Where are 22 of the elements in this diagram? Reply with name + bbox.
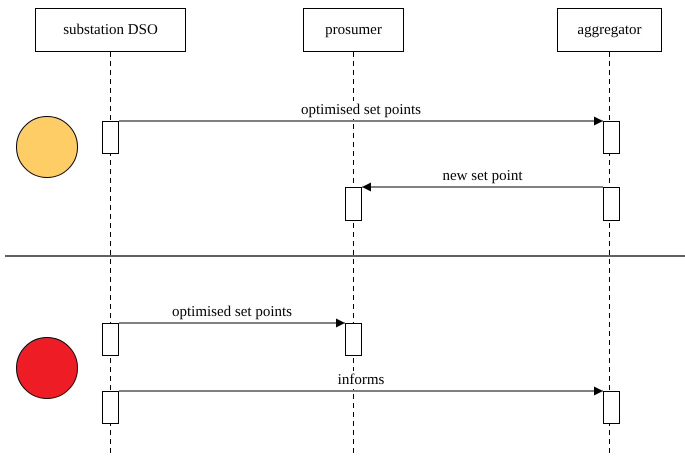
edge-label: optimised set points bbox=[170, 303, 294, 321]
participant-box bbox=[557, 8, 662, 52]
activation-bar bbox=[603, 187, 620, 221]
participant-name: substation DSO bbox=[63, 22, 158, 38]
message-arrow bbox=[118, 318, 346, 328]
activation-bar bbox=[102, 391, 119, 424]
message-arrow bbox=[362, 182, 604, 192]
edge-label: new set point bbox=[440, 167, 524, 185]
participant-name: prosumer bbox=[325, 22, 382, 38]
message-arrow bbox=[118, 116, 604, 126]
activation-bar bbox=[603, 121, 620, 154]
participant-box bbox=[35, 8, 186, 52]
message-arrow bbox=[118, 386, 604, 396]
activation-bar bbox=[102, 121, 119, 154]
activation-bar bbox=[345, 323, 362, 356]
edge-label: informs bbox=[336, 371, 386, 389]
activation-bar bbox=[345, 187, 362, 221]
activation-bar bbox=[102, 323, 119, 356]
participant-name: aggregator bbox=[577, 22, 642, 38]
activation-bar bbox=[603, 391, 620, 424]
edge-label: optimised set points bbox=[299, 101, 423, 119]
participant-box bbox=[303, 8, 404, 52]
